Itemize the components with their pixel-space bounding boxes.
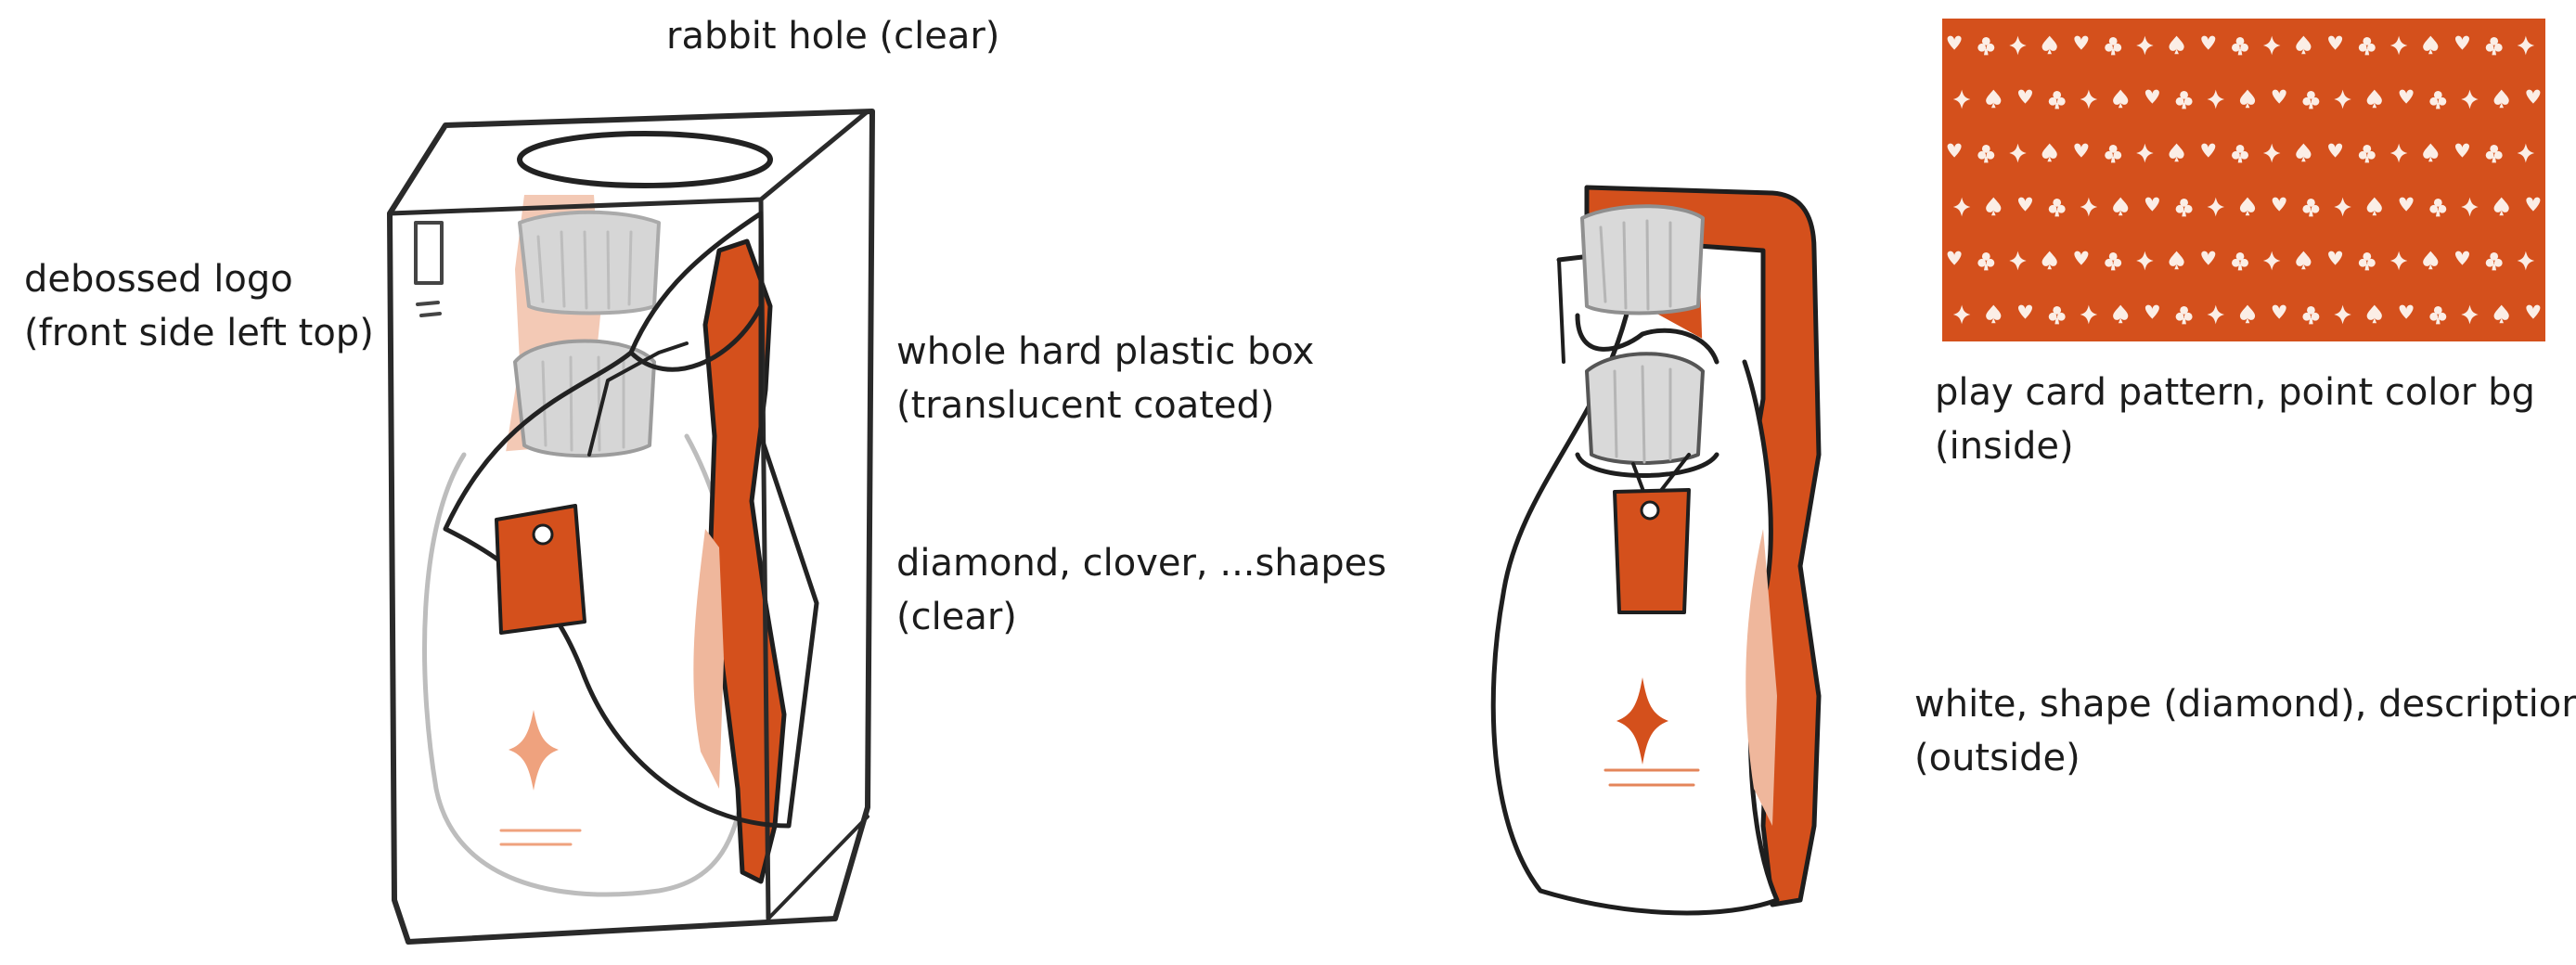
rabbit-hole: [520, 134, 770, 186]
label-line: rabbit hole (clear): [666, 9, 999, 63]
label-rabbit-hole: rabbit hole (clear): [666, 9, 999, 63]
label-line: diamond, clover, ...shapes: [896, 536, 1386, 590]
translucent-box-sketch: [353, 84, 909, 965]
label-line: (clear): [896, 590, 1386, 644]
cup-top-right: [1582, 206, 1703, 313]
label-shapes: diamond, clover, ...shapes (clear): [896, 536, 1386, 644]
label-line: whole hard plastic box: [896, 325, 1314, 379]
play-card-pattern-swatch: [1942, 19, 2545, 341]
pattern-background: [1942, 19, 2545, 341]
label-plastic-box: whole hard plastic box (translucent coat…: [896, 325, 1314, 432]
debossed-logo: [416, 223, 442, 283]
bag-outside-sketch: [1466, 176, 1893, 937]
label-outside: white, shape (diamond), description (out…: [1914, 677, 2576, 785]
label-line: (outside): [1914, 731, 2576, 785]
cup-bottom: [515, 341, 654, 457]
label-pattern: play card pattern, point color bg (insid…: [1935, 366, 2535, 473]
label-debossed-logo: debossed logo (front side left top): [24, 252, 374, 360]
label-line: white, shape (diamond), description: [1914, 677, 2576, 731]
label-line: (front side left top): [24, 306, 374, 360]
label-line: play card pattern, point color bg: [1935, 366, 2535, 419]
label-line: debossed logo: [24, 252, 374, 306]
label-line: (translucent coated): [896, 379, 1314, 432]
label-line: (inside): [1935, 419, 2535, 473]
